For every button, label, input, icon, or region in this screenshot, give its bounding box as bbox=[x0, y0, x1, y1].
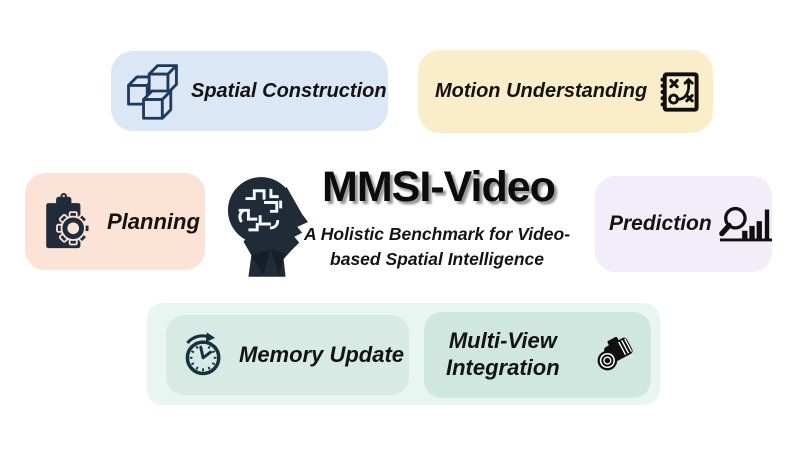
motion-understanding-label: Motion Understanding bbox=[435, 80, 648, 102]
clipboard-gear-icon bbox=[39, 191, 93, 253]
card-memory-update: Memory Update bbox=[166, 315, 409, 395]
multi-view-label-line-1: Multi-View bbox=[448, 328, 557, 354]
page-title: MMSI-Video bbox=[322, 163, 556, 211]
magnifier-chart-icon bbox=[718, 204, 774, 244]
brain-head-icon bbox=[224, 171, 310, 277]
cubes-icon bbox=[123, 60, 181, 122]
planning-label: Planning bbox=[107, 208, 200, 234]
clock-refresh-icon bbox=[180, 331, 228, 379]
camera-icon bbox=[593, 332, 639, 378]
multi-view-label-line-2: Integration bbox=[446, 355, 560, 380]
card-spatial-construction: Spatial Construction bbox=[111, 51, 388, 131]
memory-update-label: Memory Update bbox=[239, 342, 405, 367]
card-multi-view-integration: Multi-View Integration bbox=[424, 312, 651, 398]
multi-view-integration-label: Multi-View Integration bbox=[446, 328, 560, 382]
subtitle-line-1: A Holistic Benchmark for Video- bbox=[303, 224, 571, 244]
card-planning: Planning bbox=[25, 173, 205, 270]
page-subtitle: A Holistic Benchmark for Video- based Sp… bbox=[281, 222, 593, 271]
prediction-label: Prediction bbox=[609, 212, 712, 235]
subtitle-line-2: based Spatial Intelligence bbox=[330, 248, 544, 269]
card-prediction: Prediction bbox=[595, 176, 772, 272]
card-motion-understanding: Motion Understanding bbox=[418, 50, 713, 133]
tactics-plan-icon bbox=[655, 71, 701, 113]
spatial-construction-label: Spatial Construction bbox=[191, 79, 387, 102]
